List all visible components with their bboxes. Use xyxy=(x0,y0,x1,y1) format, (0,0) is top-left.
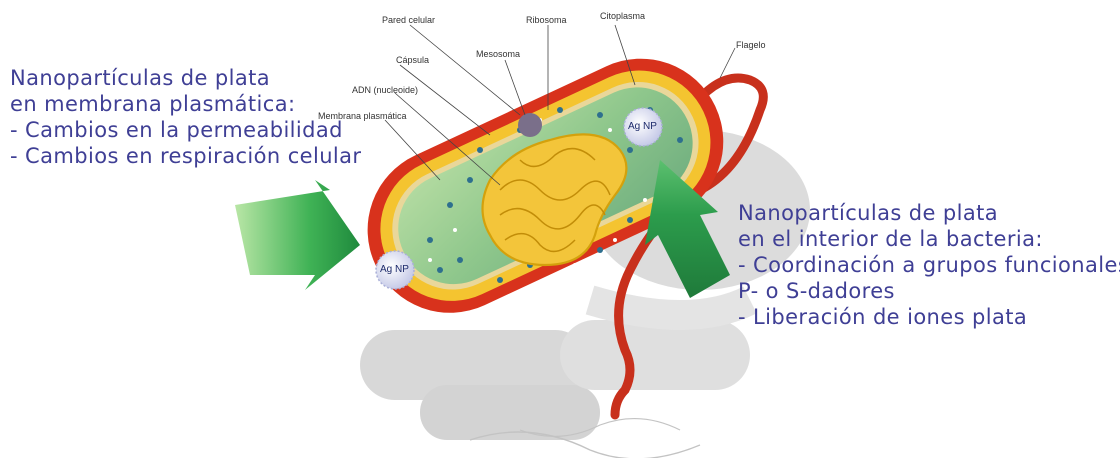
label-adn: ADN (nucleoide) xyxy=(352,85,418,95)
right-item-coordinacion: - Coordinación a grupos funcionales xyxy=(738,252,1120,278)
label-ribosoma: Ribosoma xyxy=(526,15,567,25)
interior-effects-text: Nanopartículas de plata en el interior d… xyxy=(738,200,1120,330)
left-item-respiracion: - Cambios en respiración celular xyxy=(10,143,361,169)
left-title-line2: en membrana plasmática: xyxy=(10,91,361,117)
label-pared-celular: Pared celular xyxy=(382,15,435,25)
right-item-liberacion: - Liberación de iones plata xyxy=(738,304,1120,330)
mesosome xyxy=(518,113,542,137)
label-citoplasma: Citoplasma xyxy=(600,11,645,21)
label-flagelo: Flagelo xyxy=(736,40,766,50)
label-capsula: Cápsula xyxy=(396,55,429,65)
agnp-membrana-label: Ag NP xyxy=(380,264,409,275)
label-mesosoma: Mesosoma xyxy=(476,49,520,59)
right-item-dadores: P- o S-dadores xyxy=(738,278,1120,304)
left-arrow xyxy=(235,180,360,290)
left-item-permeabilidad: - Cambios en la permeabilidad xyxy=(10,117,361,143)
agnp-interior-label: Ag NP xyxy=(628,121,657,132)
membrane-effects-text: Nanopartículas de plata en membrana plas… xyxy=(10,65,361,169)
right-title-line1: Nanopartículas de plata xyxy=(738,200,1120,226)
left-title-line1: Nanopartículas de plata xyxy=(10,65,361,91)
right-title-line2: en el interior de la bacteria: xyxy=(738,226,1120,252)
